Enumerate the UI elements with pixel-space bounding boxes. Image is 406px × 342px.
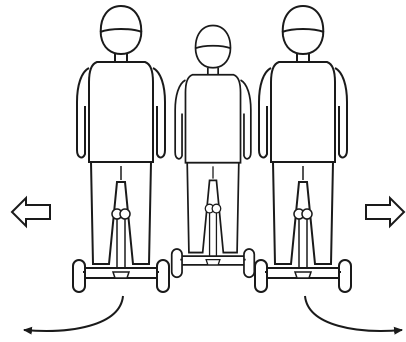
left-hollow-arrow xyxy=(12,198,50,226)
center-rider xyxy=(172,26,255,278)
left-curved-arrow xyxy=(24,296,123,331)
right-rider xyxy=(255,6,351,292)
right-curved-arrow xyxy=(305,296,402,331)
right-hollow-arrow xyxy=(366,198,404,226)
left-rider xyxy=(73,6,169,292)
